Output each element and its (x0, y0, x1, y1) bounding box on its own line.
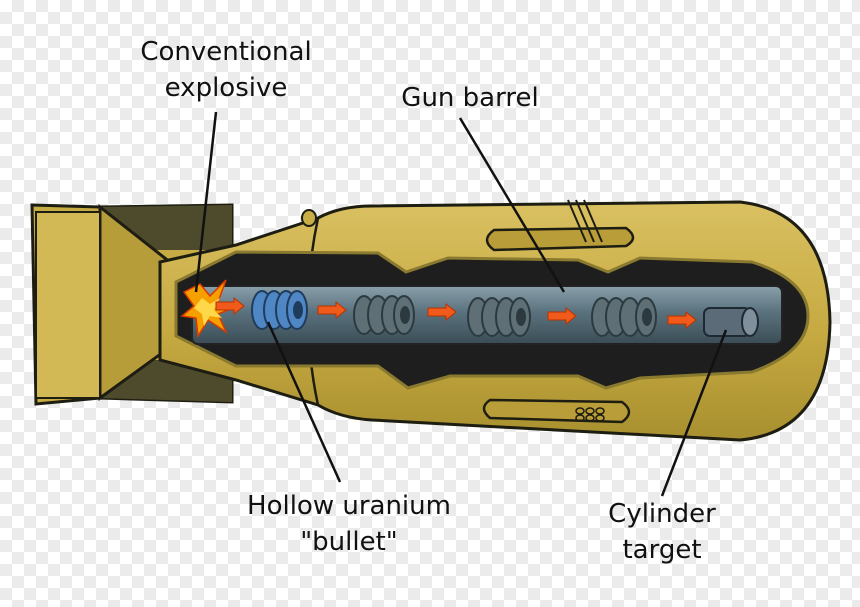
cylinder-target (703, 307, 759, 337)
leader-lines (194, 111, 728, 497)
bottom-vents (575, 407, 605, 422)
label-cylinder-target: Cylinder target (608, 499, 716, 565)
arrow-icon (317, 300, 347, 320)
leader-explosive (194, 111, 218, 293)
arrow-icon (215, 296, 245, 316)
label-gun-barrel: Gun barrel (401, 83, 539, 113)
uranium-bullet (251, 290, 308, 330)
motion-arrows (215, 296, 697, 330)
top-fitting (567, 199, 603, 243)
leader-target (660, 329, 728, 497)
leader-barrel (458, 117, 566, 293)
tail-fin-dark (100, 205, 232, 250)
bullet-ghost (467, 297, 531, 337)
leader-bullet (266, 321, 342, 483)
label-hollow-uranium-bullet: Hollow uranium "bullet" (247, 491, 451, 557)
arrow-icon (667, 310, 697, 330)
bottom-hatch (482, 398, 631, 424)
label-conventional-explosive: Conventional explosive (140, 37, 312, 103)
arrow-icon (547, 306, 577, 326)
bullet-ghost (353, 295, 415, 335)
tail-fin-panel (35, 211, 101, 399)
casing-lug (301, 209, 317, 227)
bullet-ghost (591, 297, 657, 337)
explosion-icon (180, 279, 241, 339)
arrow-icon (427, 302, 457, 322)
top-hatch (485, 226, 635, 252)
